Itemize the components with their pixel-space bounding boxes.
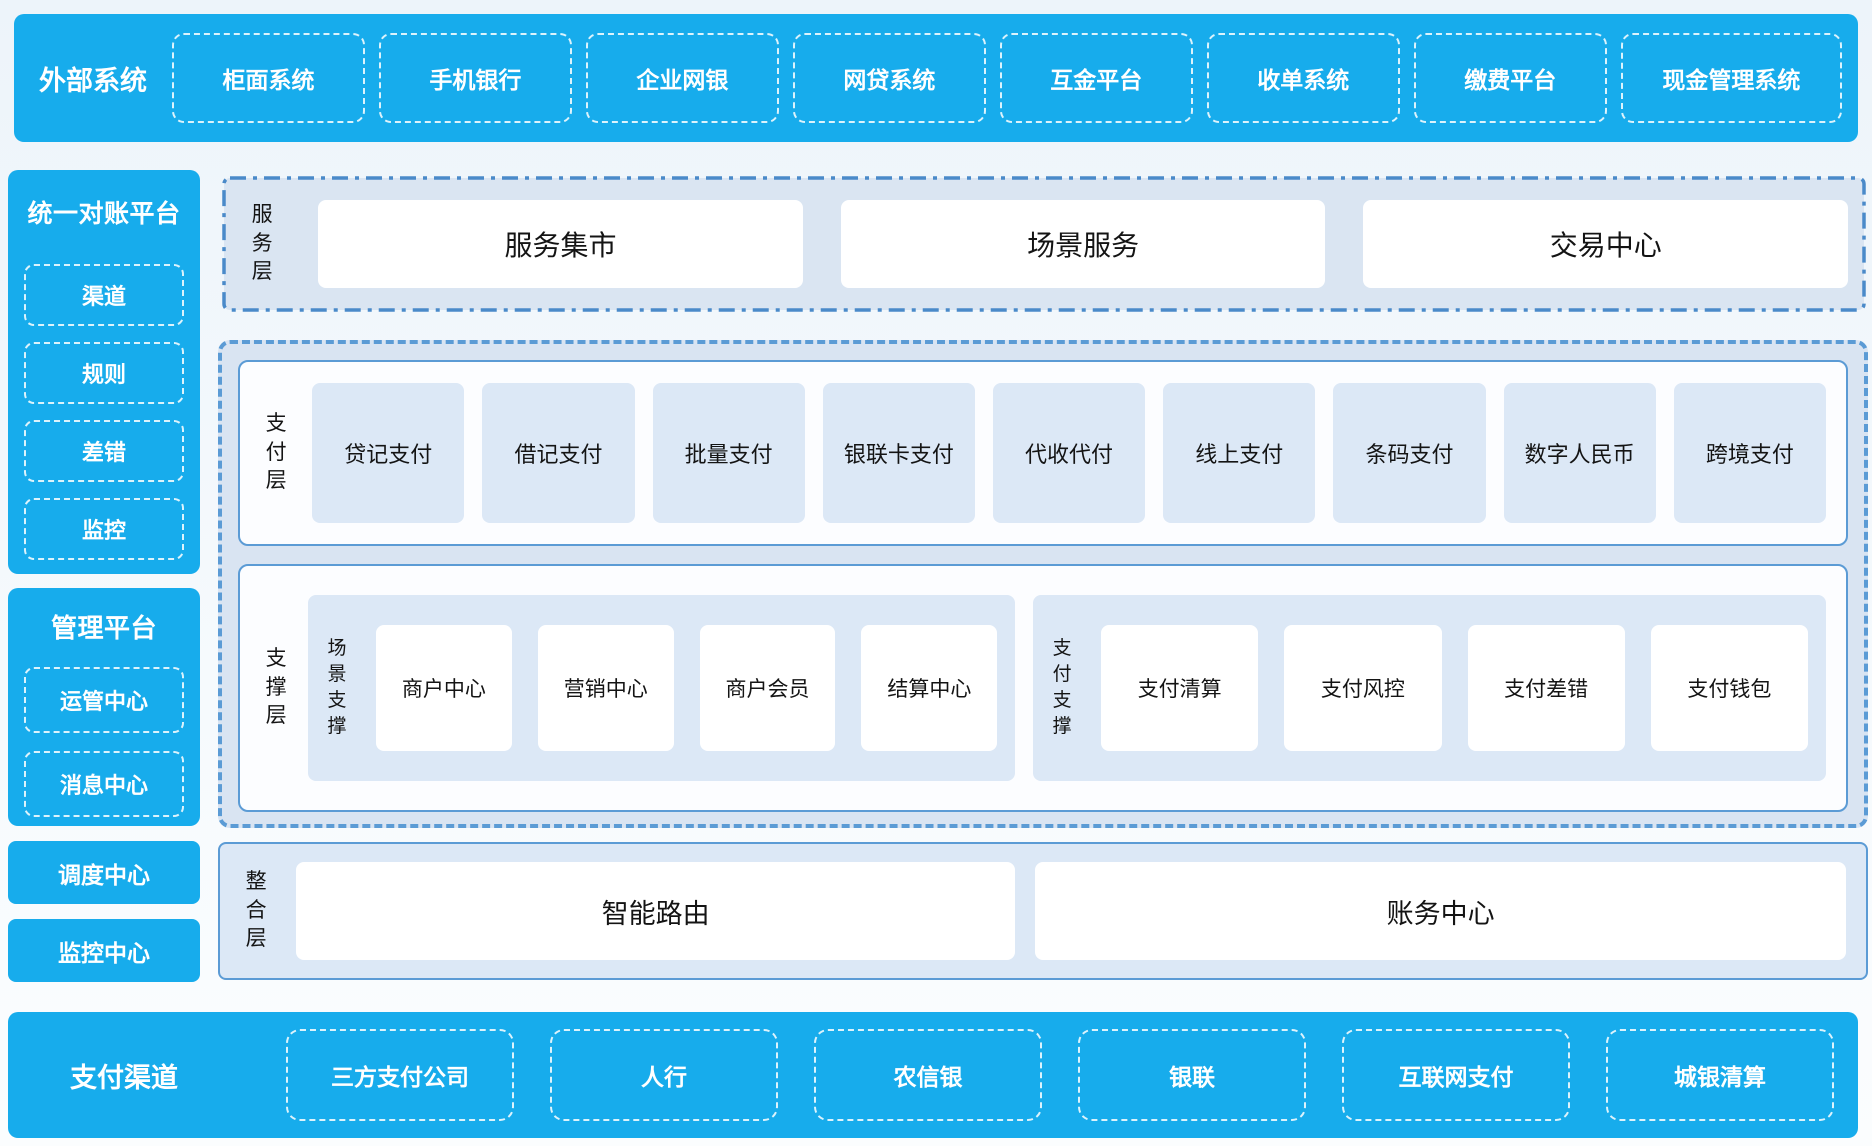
payment-item-collection: 代收代付 [992, 383, 1146, 523]
integration-item-accounting-center: 账务中心 [1035, 862, 1846, 960]
service-layer-section: 服务层 服务集市 场景服务 交易中心 [222, 176, 1866, 312]
payment-item-credit: 贷记支付 [312, 383, 465, 523]
integration-layer-box: 整合层 智能路由 账务中心 [218, 842, 1868, 980]
core-layers-dashed-container: 支付层 贷记支付 借记支付 批量支付 银联卡支付 代收代付 线上支付 条码支付 … [218, 340, 1868, 828]
mgmt-item-message-center: 消息中心 [24, 751, 184, 817]
payment-item-digital-rmb: 数字人民币 [1503, 383, 1656, 523]
support-item-marketing-center: 营销中心 [537, 625, 674, 751]
payment-layer-label: 支付层 [265, 411, 287, 493]
mgmt-item-operations-center: 运管中心 [24, 667, 184, 733]
external-system-internet-finance: 互金平台 [999, 33, 1193, 123]
integration-item-smart-routing: 智能路由 [296, 862, 1016, 960]
support-layer-label: 支撑层 [265, 646, 287, 728]
management-platform-block: 管理平台 运管中心 消息中心 [8, 588, 200, 826]
payment-support-label: 支付支撑 [1052, 637, 1072, 738]
external-systems-title: 外部系统 [39, 65, 147, 96]
support-item-wallet: 支付钱包 [1650, 625, 1809, 751]
monitoring-center-block: 监控中心 [8, 919, 200, 982]
channel-city-bank-clearing: 城银清算 [1606, 1029, 1834, 1121]
support-item-merchant-member: 商户会员 [699, 625, 836, 751]
management-platform-title: 管理平台 [50, 613, 157, 643]
payment-layer-box: 支付层 贷记支付 借记支付 批量支付 银联卡支付 代收代付 线上支付 条码支付 … [238, 360, 1848, 546]
reconciliation-platform-block: 统一对账平台 渠道 规则 差错 监控 [8, 170, 200, 574]
scene-support-label: 场景支撑 [327, 637, 347, 738]
channel-unionpay: 银联 [1078, 1029, 1306, 1121]
payment-item-batch: 批量支付 [652, 383, 805, 523]
support-layer-box: 支撑层 场景支撑 商户中心 营销中心 商户会员 结算中心 支付支撑 支付清算 支… [238, 564, 1848, 812]
payment-item-online: 线上支付 [1163, 383, 1316, 523]
external-systems-bar: 外部系统 柜面系统 手机银行 企业网银 网贷系统 互金平台 收单系统 缴费平台 … [14, 14, 1858, 142]
service-box-scenario: 场景服务 [840, 200, 1326, 288]
reconciliation-platform-title: 统一对账平台 [27, 200, 181, 228]
external-system-corporate-ebank: 企业网银 [585, 33, 779, 123]
channel-internet-payment: 互联网支付 [1342, 1029, 1570, 1121]
service-box-trade-center: 交易中心 [1363, 200, 1849, 288]
channel-pboc: 人行 [550, 1029, 778, 1121]
channel-rural-credit: 农信银 [814, 1029, 1042, 1121]
service-box-market: 服务集市 [318, 200, 803, 288]
external-system-fee-payment: 缴费平台 [1413, 33, 1607, 123]
external-system-online-loan: 网贷系统 [792, 33, 986, 123]
support-item-risk-control: 支付风控 [1284, 625, 1442, 751]
external-systems-items: 柜面系统 手机银行 企业网银 网贷系统 互金平台 收单系统 缴费平台 现金管理系… [172, 33, 1842, 123]
integration-layer-label: 整合层 [245, 869, 267, 951]
scheduling-center-block: 调度中心 [8, 841, 200, 904]
payment-channels-title: 支付渠道 [70, 1062, 178, 1093]
support-item-merchant-center: 商户中心 [375, 625, 512, 751]
payment-channels-bar: 支付渠道 三方支付公司 人行 农信银 银联 互联网支付 城银清算 [8, 1012, 1858, 1138]
recon-item-channel: 渠道 [24, 264, 184, 326]
payment-item-debit: 借记支付 [482, 383, 635, 523]
external-system-counter: 柜面系统 [172, 33, 365, 123]
recon-item-rules: 规则 [24, 342, 184, 404]
scene-support-panel: 场景支撑 商户中心 营销中心 商户会员 结算中心 [308, 595, 1016, 781]
support-item-settlement-center: 结算中心 [861, 625, 998, 751]
payment-item-unionpay-card: 银联卡支付 [822, 383, 975, 523]
recon-item-monitoring: 监控 [24, 498, 184, 560]
payment-item-cross-border: 跨境支付 [1673, 383, 1826, 523]
recon-item-errors: 差错 [24, 420, 184, 482]
support-item-error-handling: 支付差错 [1467, 625, 1625, 751]
payment-item-barcode: 条码支付 [1333, 383, 1486, 523]
payment-support-panel: 支付支撑 支付清算 支付风控 支付差错 支付钱包 [1033, 595, 1826, 781]
external-system-mobile-banking: 手机银行 [378, 33, 572, 123]
service-layer-label: 服务层 [251, 202, 273, 284]
external-system-cash-management: 现金管理系统 [1620, 33, 1842, 123]
channel-third-party-payment: 三方支付公司 [286, 1029, 514, 1121]
external-system-acquiring: 收单系统 [1206, 33, 1400, 123]
support-item-clearing: 支付清算 [1101, 625, 1259, 751]
payment-channels-items: 三方支付公司 人行 农信银 银联 互联网支付 城银清算 [240, 1029, 1834, 1121]
